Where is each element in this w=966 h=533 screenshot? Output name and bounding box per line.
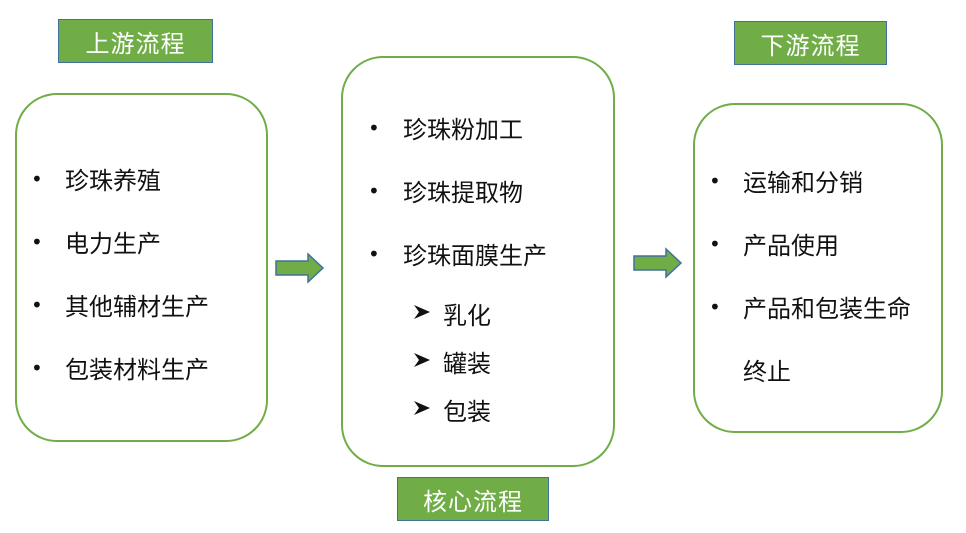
core-item: 珍珠面膜生产 (403, 242, 547, 270)
upstream-box: • 珍珠养殖 • 电力生产 • 其他辅材生产 • 包装材料生产 (15, 93, 268, 442)
downstream-item: 产品使用 (743, 232, 839, 260)
bullet-icon: • (368, 242, 380, 266)
arrowhead-icon (414, 401, 430, 415)
core-sub-item: 包装 (443, 398, 491, 426)
arrowhead-icon (414, 305, 430, 319)
upstream-item: 珍珠养殖 (65, 167, 161, 195)
bullet-icon: • (31, 167, 43, 191)
upstream-item: 其他辅材生产 (65, 293, 209, 321)
bullet-icon: • (709, 169, 721, 193)
downstream-title: 下游流程 (734, 21, 887, 65)
downstream-item: 产品和包装生命 (743, 295, 911, 323)
bullet-icon: • (709, 232, 721, 256)
bullet-icon: • (709, 295, 721, 319)
bullet-icon: • (31, 356, 43, 380)
core-sub-item: 乳化 (443, 302, 491, 330)
arrowhead-icon (414, 353, 430, 367)
downstream-item: 运输和分销 (743, 169, 863, 197)
core-sub-item: 罐装 (443, 350, 491, 378)
right-arrow-icon (275, 252, 325, 284)
bullet-icon: • (31, 230, 43, 254)
bullet-icon: • (368, 179, 380, 203)
core-item: 珍珠粉加工 (403, 116, 523, 144)
core-title: 核心流程 (397, 477, 549, 521)
upstream-item: 包装材料生产 (65, 356, 209, 384)
downstream-item-continuation: 终止 (743, 358, 791, 386)
downstream-box: • 运输和分销 • 产品使用 • 产品和包装生命 终止 (693, 103, 943, 433)
core-item: 珍珠提取物 (403, 179, 523, 207)
bullet-icon: • (31, 293, 43, 317)
core-box: • 珍珠粉加工 • 珍珠提取物 • 珍珠面膜生产 乳化 罐装 包装 (341, 56, 615, 467)
upstream-title: 上游流程 (58, 19, 213, 63)
right-arrow-icon (633, 247, 683, 279)
bullet-icon: • (368, 116, 380, 140)
upstream-item: 电力生产 (65, 230, 161, 258)
